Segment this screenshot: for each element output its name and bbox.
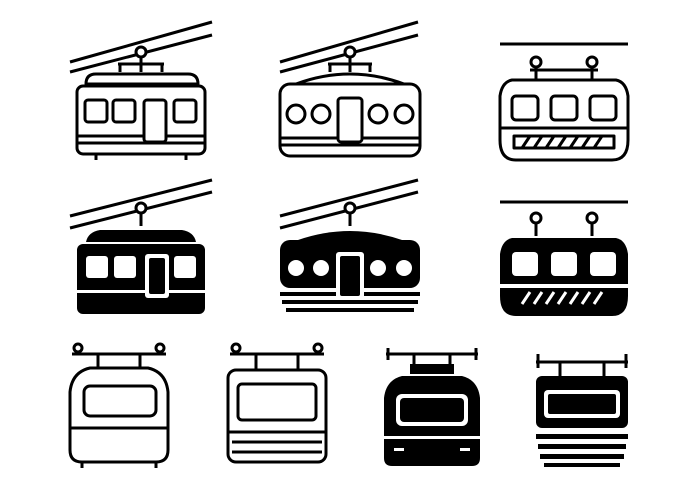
cable-car-front-outline-icon xyxy=(68,342,170,468)
cable-car-front-outline-striped-icon xyxy=(226,342,328,464)
cable-car-outline-hatched-icon xyxy=(498,42,630,162)
cable-car-solid-rect-windows-icon xyxy=(69,178,213,314)
cable-car-front-solid-striped-icon xyxy=(536,354,628,467)
cable-car-solid-hatched-icon xyxy=(500,200,628,316)
cable-car-front-solid-icon xyxy=(384,348,480,466)
cable-car-solid-round-windows-icon xyxy=(279,178,420,312)
cable-car-outline-rect-windows-icon xyxy=(69,20,213,160)
cable-car-outline-round-windows-icon xyxy=(278,20,422,158)
